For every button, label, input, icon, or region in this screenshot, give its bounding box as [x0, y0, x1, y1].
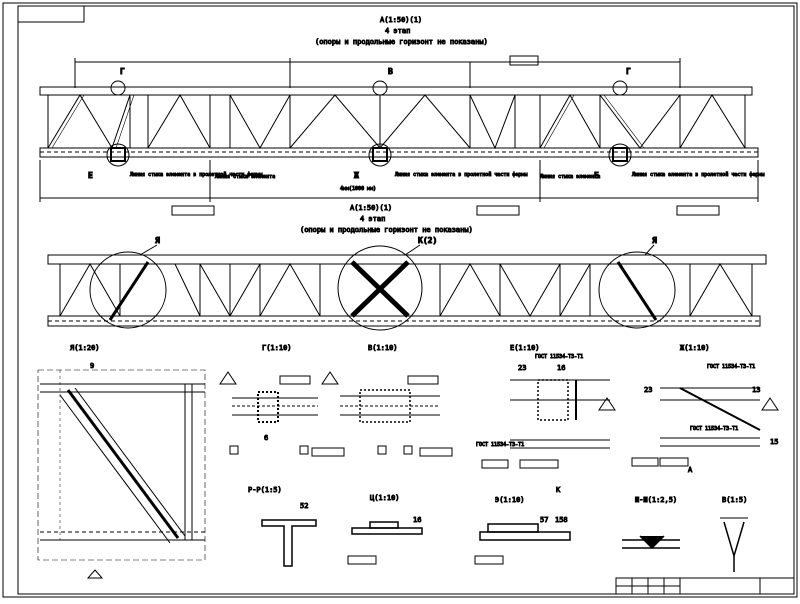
section-v5: [720, 517, 748, 572]
section-s1-title: Р-Р(1:5): [248, 486, 282, 494]
top-flag: [509, 55, 539, 66]
callout-k-mid: К(2): [418, 236, 437, 245]
section-ts: 16: [347, 516, 423, 565]
section-shsh: [622, 535, 680, 550]
section-e-num-158: 158: [555, 516, 568, 524]
note-right: Линия стыка элемента в пролетной части ф…: [632, 172, 764, 178]
section-s4-title: Ш-Ш(1:2,5): [635, 496, 677, 504]
detail-v: [311, 371, 453, 457]
section-e: 57 158: [474, 516, 571, 565]
detail-g-num: 6: [264, 434, 268, 442]
section-ts-num: 16: [413, 516, 421, 524]
gost-2: ГОСТ 11534-Т3-Т1: [476, 442, 524, 448]
callout-ya-left: Я: [155, 236, 160, 245]
inner-frame: [17, 5, 795, 595]
detail-d1-num: 9: [90, 362, 94, 370]
detail-e: ГОСТ 11534-Т3-Т1 23 16 ГОСТ 11534-Т3-Т1 …: [476, 354, 616, 495]
note-left: Линия стыка элемента в пролетной части ф…: [130, 172, 262, 178]
callout-g-right: Г: [626, 67, 631, 76]
note-mid: Линия стыка элемента в пролетной части ф…: [395, 172, 527, 178]
section-rr: 52: [261, 502, 317, 567]
callout-ya-right: Я: [652, 236, 657, 245]
callout-zh-mid: Ж: [354, 171, 359, 180]
callout-e-left: Е: [88, 171, 93, 180]
dim-mid: 4мм(1000 мм): [340, 186, 376, 192]
detail-d2-title: Г(1:10): [262, 344, 292, 352]
top-view-title: А(1:50)(1): [380, 16, 422, 24]
detail-zh-num-13: 13: [752, 386, 760, 394]
detail-d3-title: В(1:10): [368, 344, 398, 352]
section-s2-title: Ц(1:10): [370, 494, 400, 502]
detail-zh-num-15: 15: [770, 438, 778, 446]
detail-e-num-16: 16: [557, 364, 565, 372]
callout-g-left: Г: [120, 67, 125, 76]
mid-stage-label: 4 этап: [360, 215, 385, 223]
mid-view-title: А(1:50)(1): [350, 204, 392, 212]
callout-e-right: Е: [594, 171, 599, 180]
detail-circle-mid: [337, 245, 423, 331]
title-block: [615, 577, 795, 595]
detail-d1-title: Я(1:20): [70, 344, 100, 352]
detail-circle-left: [89, 251, 167, 329]
note-small-right: Линия стыка элемента: [540, 174, 600, 180]
detail-d4-title: Е(1:10): [510, 344, 540, 352]
top-upper-chord: [39, 86, 753, 96]
detail-zh: ГОСТ 11534-Т3-Т1 23 13 15 ГОСТ 11534-Т3-…: [631, 364, 779, 475]
marker-k: К: [556, 486, 561, 494]
detail-circle-right: [598, 251, 676, 329]
section-s5-title: В(1:5): [722, 496, 747, 504]
detail-g: 6: [219, 371, 318, 455]
detail-d5-title: Ж(1:10): [680, 344, 710, 352]
detail-zh-num-23: 23: [644, 386, 652, 394]
corner-stamp: [17, 5, 85, 23]
section-rr-num: 52: [300, 502, 308, 510]
marker-a: А: [688, 466, 693, 474]
section-e-num-57: 57: [540, 516, 548, 524]
note-small-left: Линия стыка элемента: [215, 174, 275, 180]
gost-1: ГОСТ 11534-Т3-Т1: [535, 354, 583, 360]
top-note: (опоры и продольные горизонт не показаны…: [315, 38, 488, 46]
mid-note: (опоры и продольные горизонт не показаны…: [300, 226, 473, 234]
top-truss-view: А(1:50)(1) 4 этап (опоры и продольные го…: [39, 16, 765, 216]
section-s3-title: Э(1:10): [495, 496, 525, 504]
detail-ya: 9: [37, 362, 206, 579]
gost-3: ГОСТ 11534-Т3-Т1: [707, 364, 755, 370]
detail-e-num-23: 23: [518, 364, 526, 372]
top-stage-label: 4 этап: [385, 27, 410, 35]
middle-truss-view: А(1:50)(1) 4 этап (опоры и продольные го…: [47, 204, 767, 331]
callout-v-top: В: [388, 67, 393, 76]
gost-4: ГОСТ 11534-Т3-Т1: [690, 426, 738, 432]
